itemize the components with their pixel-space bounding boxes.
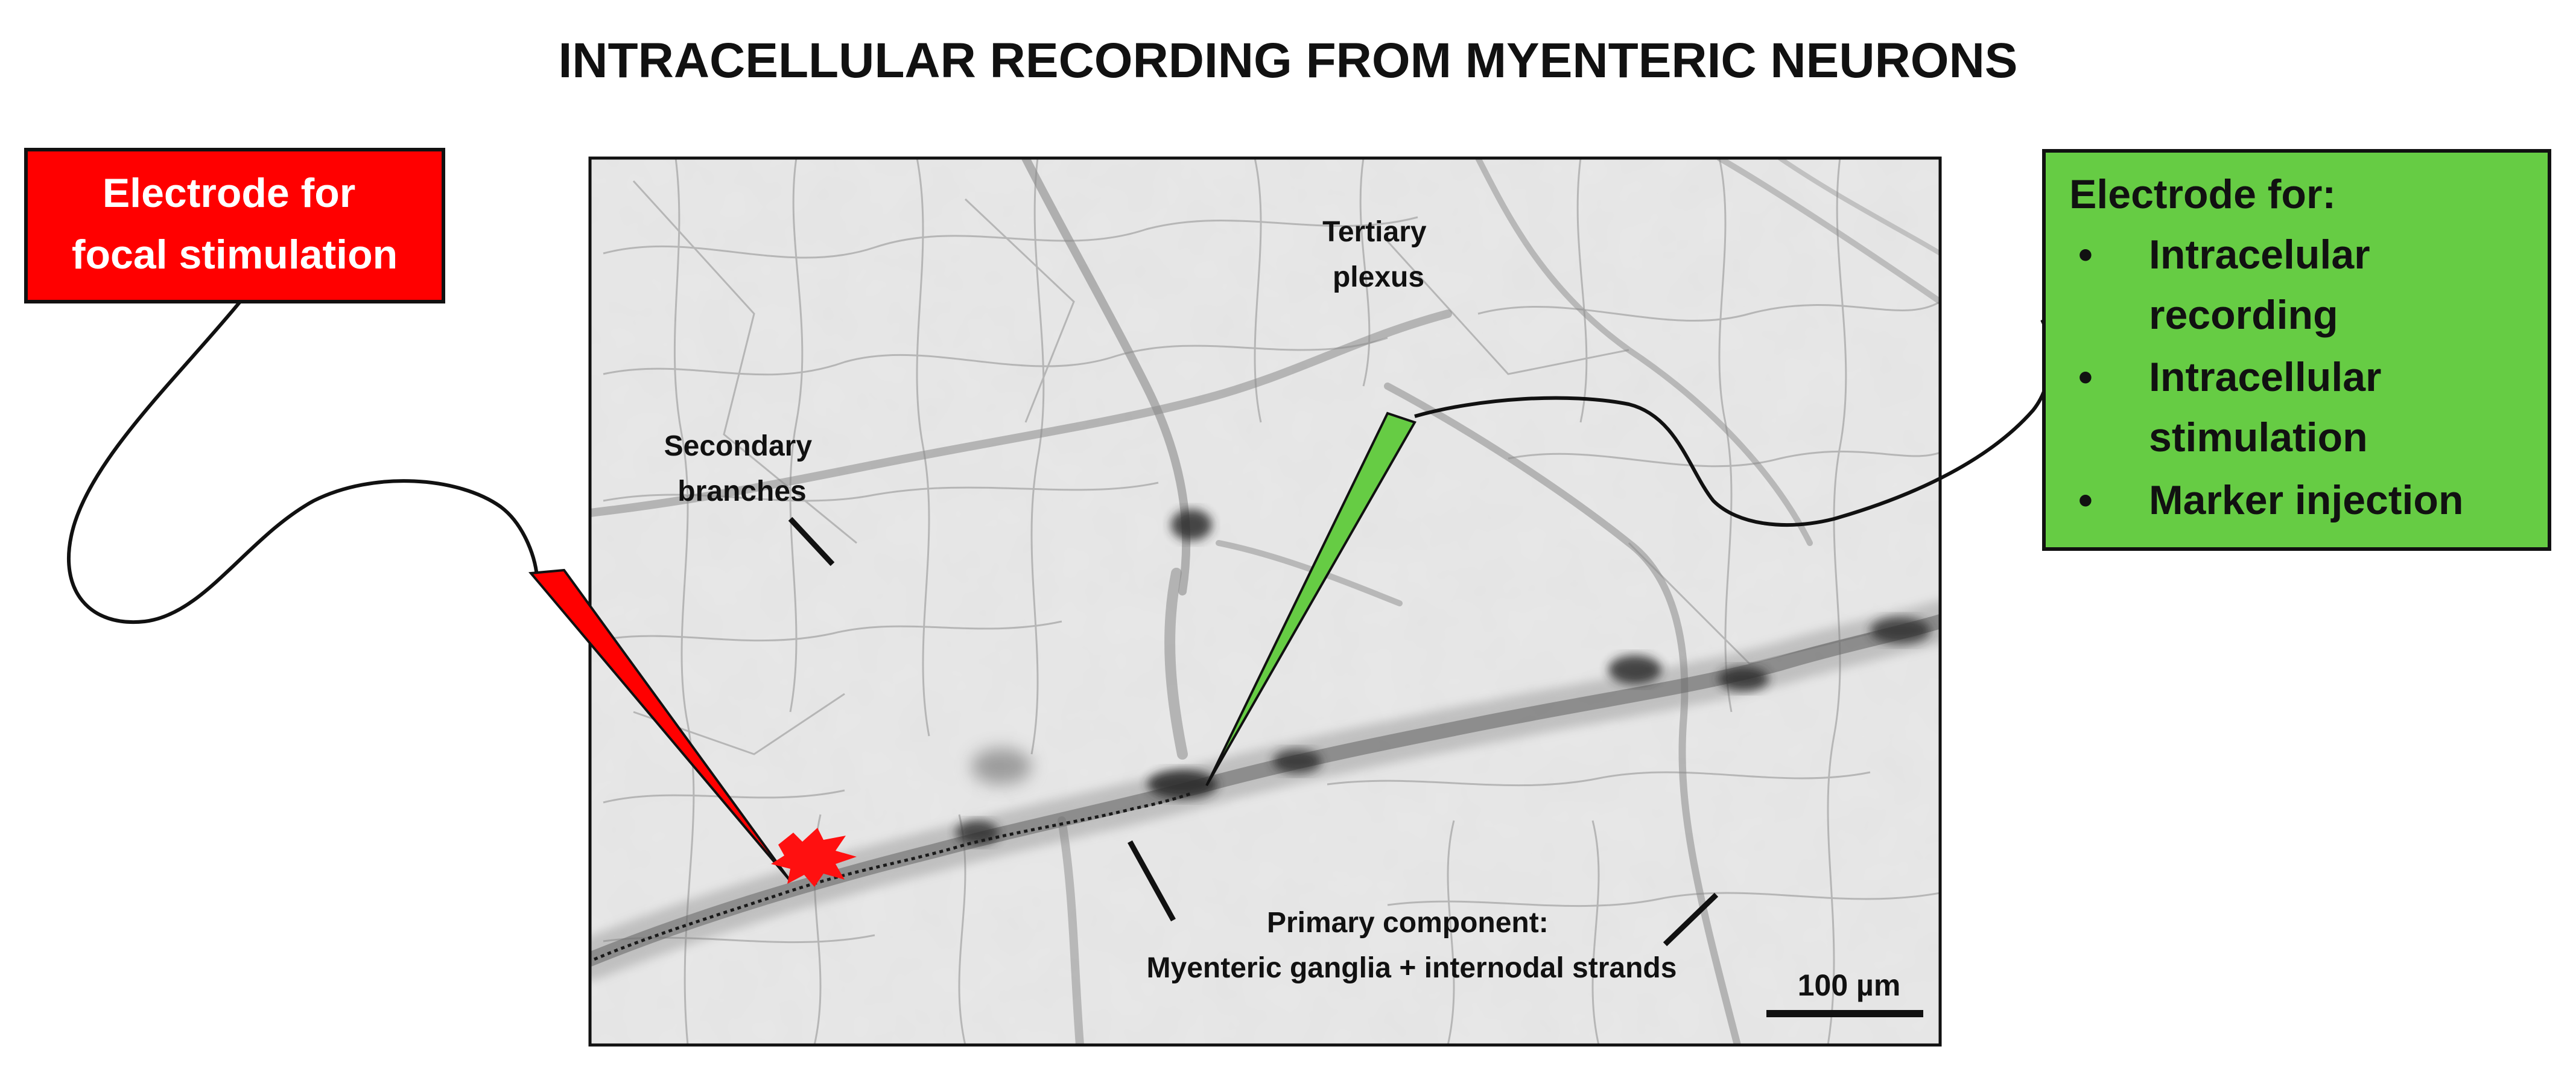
bullet-marker: • (2078, 232, 2093, 278)
bullet-marker: • (2078, 354, 2093, 400)
rec-electrode-heading: Electrode for: (2069, 171, 2336, 217)
stimulation-spark-icon (771, 828, 857, 887)
bullet-marker: • (2078, 477, 2093, 523)
rec-electrode-wire (1414, 319, 2052, 527)
stim-electrode-pipette (528, 568, 792, 882)
stim-electrode-label-line-1: Electrode for (103, 170, 355, 216)
label-secondary-line-1: Secondary (664, 430, 813, 462)
label-primary-line-1: Primary component: (1267, 907, 1549, 939)
pointer-primary-left (1128, 840, 1176, 922)
secondary-branches (590, 158, 1940, 1045)
stim-electrode-box-rect (24, 148, 445, 303)
label-primary-component: Primary component: Myenteric ganglia + i… (1147, 907, 1677, 984)
rec-electrode-box-rect (2042, 149, 2551, 551)
rec-item-stimulation-line-2: stimulation (2149, 414, 2368, 460)
label-secondary-line-2: branches (677, 475, 806, 507)
stimulation-path-dotted (594, 792, 1192, 961)
rec-item-marker-line-1: Marker injection (2149, 477, 2464, 523)
rec-item-recording-line-2: recording (2149, 292, 2338, 338)
rec-electrode-pipette (1205, 411, 1416, 786)
label-tertiary-plexus: Tertiary plexus (1322, 216, 1435, 293)
label-secondary-branches: Secondary branches (664, 430, 820, 507)
stim-electrode-box: Electrode for focal stimulation (24, 148, 445, 303)
rec-item-stimulation-line-1: Intracellular (2149, 354, 2382, 400)
stim-electrode-label: Electrode for focal stimulation (72, 170, 398, 278)
pointer-secondary (788, 516, 835, 567)
micrograph (590, 158, 1940, 1045)
micrograph-frame (588, 156, 1942, 1047)
ganglia-neurons (956, 509, 1930, 845)
rec-item-recording-line-1: Intracelular (2149, 232, 2370, 278)
pointer-primary-right (1663, 892, 1719, 947)
rec-item-stimulation: Intracellular stimulation (2149, 354, 2393, 460)
rec-item-marker: Marker injection (2149, 477, 2464, 523)
scale-bar-label: 100 µm (1798, 968, 1901, 1002)
label-tertiary-line-2: plexus (1333, 261, 1424, 293)
label-primary-line-2: Myenteric ganglia + internodal strands (1147, 952, 1677, 984)
rec-electrode-box: Electrode for: • Intracelular recording … (2042, 149, 2551, 551)
stim-electrode-label-line-2: focal stimulation (72, 232, 398, 278)
stim-electrode-wire (66, 300, 539, 624)
scale-bar: 100 µm (1766, 968, 1923, 1017)
rec-item-recording: Intracelular recording (2149, 232, 2382, 338)
label-tertiary-line-1: Tertiary (1322, 216, 1427, 248)
figure-title: INTRACELLULAR RECORDING FROM MYENTERIC N… (559, 33, 2018, 88)
